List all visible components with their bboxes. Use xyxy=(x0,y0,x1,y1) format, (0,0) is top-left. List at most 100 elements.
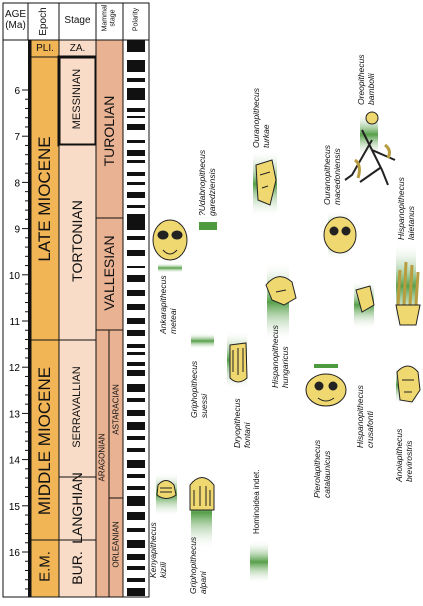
polarity-band xyxy=(127,116,145,118)
polarity-band xyxy=(127,496,145,506)
age-header: AGE (Ma) xyxy=(3,9,28,31)
polarity-header: Polarity xyxy=(133,5,140,35)
taxon-dryopithecus-label: Dryopithecus fontani xyxy=(232,398,252,448)
polarity-band xyxy=(127,554,145,560)
polarity-band xyxy=(127,182,145,185)
stage-langhian-label: LANGHIAN xyxy=(69,464,85,552)
taxon-hispanopithecus-crusafonti-label: Hispanopithecus crusafonti xyxy=(355,385,375,448)
polarity-band xyxy=(127,344,145,348)
polarity-band xyxy=(127,140,145,143)
polarity-band xyxy=(127,60,145,72)
legend-label: Hominoidea indet. xyxy=(252,470,262,534)
dryopithecus-fontani-jaw-image xyxy=(230,343,247,382)
stage-serravallian-label: SERRAVALLIAN xyxy=(71,350,83,464)
mammal-vallesian-label: VALLESIAN xyxy=(101,220,117,326)
epoch-em-label: E.M. xyxy=(37,540,54,594)
polarity-band xyxy=(127,304,145,310)
pierolapithecus-skull-image xyxy=(306,374,346,406)
polarity-band xyxy=(127,486,145,490)
polarity-band xyxy=(127,422,145,430)
age-tick-label: 10 xyxy=(9,271,21,282)
polarity-band xyxy=(127,108,145,112)
polarity-band xyxy=(127,330,145,336)
age-tick-label: 13 xyxy=(9,409,21,420)
taxon-ouranopithecus-macedoniensis-label: Ouranopithecus macedoniensis xyxy=(322,145,342,205)
polarity-band xyxy=(127,352,145,355)
taxon-ouranopithecus-turkae-label: Ouranopithecus turkae xyxy=(251,88,271,148)
polarity-band xyxy=(127,370,145,376)
age-tick-label: 7 xyxy=(14,132,20,143)
epoch-header: Epoch xyxy=(38,6,49,37)
polarity-band xyxy=(127,172,145,176)
polarity-band xyxy=(127,275,145,282)
age-tick-label: 16 xyxy=(9,548,21,559)
polarity-band xyxy=(127,384,145,392)
taxon-griphopithecus-suessi-label: Griphopithecus suessi xyxy=(189,361,209,418)
polarity-band xyxy=(127,160,145,163)
legend-bar xyxy=(250,540,268,584)
age-tick-label: 12 xyxy=(9,363,21,374)
polarity-band xyxy=(127,40,145,52)
taxon-griphopithecus-alpani-label: Griphopithecus alpani xyxy=(188,537,208,594)
polarity-band xyxy=(127,250,145,256)
mammal-astaracian-label: ASTARACIAN xyxy=(112,370,121,450)
mammal-turolian-label: TUROLIAN xyxy=(101,76,117,186)
anoiapithecus-image xyxy=(397,366,420,402)
ouranopithecus-macedoniensis-skull-image xyxy=(324,217,356,253)
stage-bur-label: BUR. xyxy=(69,543,85,593)
polarity-band xyxy=(127,266,145,268)
polarity-band xyxy=(127,398,145,402)
polarity-band xyxy=(127,474,145,478)
polarity-band xyxy=(127,512,145,520)
polarity-band xyxy=(127,236,145,240)
age-tick-label: 8 xyxy=(14,178,20,189)
stage-header: Stage xyxy=(59,15,96,26)
polarity-band xyxy=(127,528,145,532)
polarity-band xyxy=(127,318,145,324)
polarity-band xyxy=(127,205,145,208)
taxon-hispanopithecus-laietanus-label: Hispanopithecus laietanus xyxy=(396,177,416,240)
bar-udabnopithecus xyxy=(199,222,217,230)
age-tick-label: 15 xyxy=(9,502,21,513)
taxon-oreopithecus-label: Oreopithecus bambolii xyxy=(356,54,376,105)
polarity-band xyxy=(127,540,145,548)
griphopithecus-alpani-jaw-image xyxy=(190,478,214,511)
polarity-band xyxy=(127,150,145,156)
polarity-band xyxy=(127,436,145,440)
taxon-pierolapithecus-label: Pierolapithecus catalaunicus xyxy=(312,440,332,498)
mammal-aragonian-label: ARAGONIAN xyxy=(98,418,107,498)
bar-pierolapithecus xyxy=(314,364,338,368)
bar-griphopithecus-suessi xyxy=(191,333,214,349)
polarity-band xyxy=(127,290,145,296)
age-tick-label: 14 xyxy=(9,456,21,467)
polarity-band xyxy=(127,588,145,596)
age-tick-label: 6 xyxy=(14,86,20,97)
epoch-middle-miocene-label: MIDDLE MIOCENE xyxy=(35,343,55,539)
stage-tortonian-label: TORTONIAN xyxy=(69,186,85,296)
polarity-band xyxy=(127,578,145,582)
age-tick-label: 11 xyxy=(10,317,21,328)
taxon-hispanopithecus-hungaricus-label: Hispanopithecus hungaricus xyxy=(270,325,290,388)
bar-ankarapithecus xyxy=(158,263,182,273)
taxon-udabnopithecus-label: ?Udabnopithecus garedziensis xyxy=(197,150,217,216)
polarity-band xyxy=(127,460,145,468)
taxon-ankarapithecus-label: Ankarapithecus meteai xyxy=(158,275,178,334)
taxon-anoiapithecus-label: Anoiapithecus brevirostris xyxy=(394,429,414,482)
taxon-kenyapithecus-label: Kenyapithecus kizili xyxy=(148,522,168,578)
epoch-late-miocene-label: LATE MIOCENE xyxy=(35,93,55,305)
stage-messinian-label: MESSINIAN xyxy=(71,53,83,145)
mammal-stage-header: Mammal stage xyxy=(102,0,118,38)
polarity-band xyxy=(127,566,145,570)
polarity-band xyxy=(127,448,145,452)
polarity-band xyxy=(127,362,145,366)
age-tick-label: 9 xyxy=(14,225,20,236)
polarity-band xyxy=(127,124,145,130)
mammal-orleanian-label: ORLEANIAN xyxy=(112,505,121,585)
ankarapithecus-skull-image xyxy=(153,220,187,260)
polarity-band xyxy=(127,214,145,230)
epoch-pli-label: PLI. xyxy=(31,43,59,54)
polarity-band xyxy=(127,192,145,198)
polarity-band xyxy=(127,410,145,416)
polarity-band xyxy=(127,78,145,82)
